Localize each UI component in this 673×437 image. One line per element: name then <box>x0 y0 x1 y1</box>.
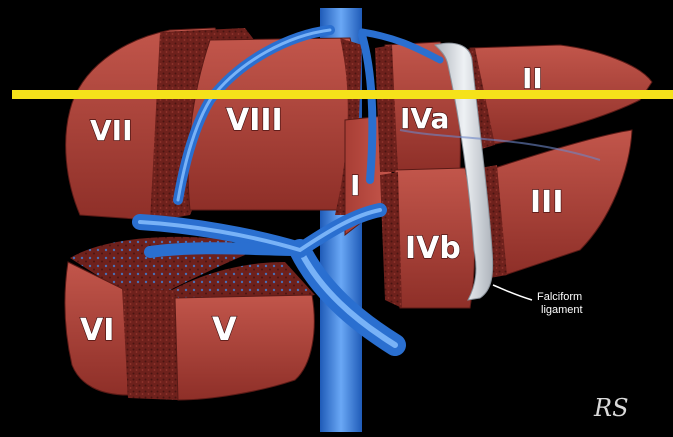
artist-signature: RS <box>593 394 629 422</box>
falciform-caption: Falciform ligament <box>537 291 585 316</box>
segment-label-vii: VII <box>90 114 133 147</box>
falciform-callout-line <box>493 285 532 300</box>
segment-label-iii: III <box>530 185 564 220</box>
segment-label-ivb: IVb <box>405 231 461 266</box>
segment-iii-shape <box>495 130 632 275</box>
falciform-caption-line-2: ligament <box>541 304 583 316</box>
right-portal-vein-lower <box>150 248 300 252</box>
transverse-plane-line <box>12 90 673 99</box>
segment-v-shape <box>175 295 314 400</box>
segment-label-ii: II <box>522 62 543 95</box>
segment-label-v: V <box>212 310 237 348</box>
segment-label-iva: IVa <box>400 102 449 135</box>
falciform-caption-line-1: Falciform <box>537 291 582 303</box>
segment-label-i: I <box>350 169 360 202</box>
segment-vi-cut-face <box>122 288 180 400</box>
segment-label-vi: VI <box>80 313 114 348</box>
segment-label-viii: VIII <box>226 103 283 138</box>
